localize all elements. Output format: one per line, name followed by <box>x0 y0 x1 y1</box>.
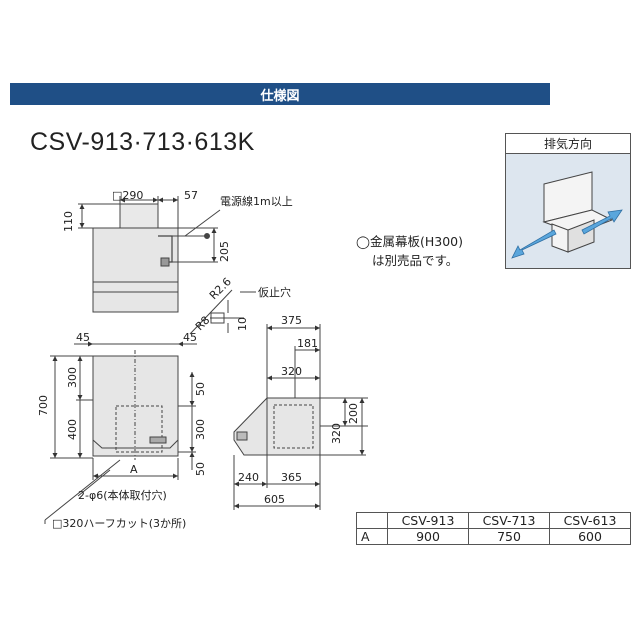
dim-290: □290 <box>112 189 143 202</box>
exhaust-arrow-right-icon <box>581 209 623 235</box>
dim-side-181: 181 <box>297 337 318 350</box>
note-line-2: は別売品です。 <box>372 253 459 268</box>
dim-front-300-left: 300 <box>66 367 79 388</box>
holes-label: 2-φ6(本体取付穴) <box>78 488 167 502</box>
dim-r26: R2.6 <box>207 275 234 302</box>
spec-cell: 600 <box>549 528 631 545</box>
dim-205: 205 <box>218 241 231 262</box>
top-duct <box>119 203 159 229</box>
dim-front-45-left: 45 <box>76 331 90 344</box>
dim-front-700: 700 <box>37 395 50 416</box>
front-control <box>149 436 167 444</box>
terminal-box <box>160 257 170 267</box>
dim-side-240: 240 <box>238 471 259 484</box>
dim-side-320-right: 320 <box>330 423 343 444</box>
spec-cell: A <box>356 528 388 545</box>
dim-front-50-top: 50 <box>194 382 207 396</box>
model-title: CSV-913·713·613K <box>30 128 255 156</box>
dim-side-320-top: 320 <box>281 365 302 378</box>
dim-front-50-bottom: 50 <box>194 462 207 476</box>
power-cord-label: 電源線1m以上 <box>220 194 293 208</box>
power-plug <box>204 233 210 239</box>
top-hood-body <box>92 227 179 313</box>
halfcut-label: □320ハーフカット(3か所) <box>52 517 186 530</box>
front-halfcut <box>115 405 163 453</box>
exhaust-diagram <box>506 154 630 268</box>
note-line-1: ◯金属幕板(H300) <box>356 234 464 249</box>
spec-row: A 900 750 600 <box>356 528 631 545</box>
dim-side-605: 605 <box>264 493 285 506</box>
panel-note: ◯金属幕板(H300) は別売品です。 <box>356 232 463 270</box>
front-view <box>44 341 197 524</box>
exhaust-title: 排気方向 <box>506 134 630 154</box>
spec-header-cell: CSV-713 <box>468 512 550 529</box>
dim-side-375: 375 <box>281 314 302 327</box>
kari-hole-label: 仮止穴 <box>258 285 291 299</box>
hole-detail <box>189 289 256 335</box>
front-lip <box>92 439 179 449</box>
side-duct <box>266 397 321 456</box>
dim-front-a: A <box>130 463 138 476</box>
dim-side-365: 365 <box>281 471 302 484</box>
dim-110: 110 <box>62 211 75 232</box>
spec-header-row: CSV-913 CSV-713 CSV-613 <box>356 512 631 529</box>
spec-banner: 仕様図 <box>10 83 550 105</box>
side-control <box>236 431 248 441</box>
spec-table: CSV-913 CSV-713 CSV-613 A 900 750 600 <box>356 512 631 545</box>
spec-header-cell: CSV-613 <box>549 512 631 529</box>
spec-cell: 900 <box>387 528 469 545</box>
top-view <box>78 196 221 313</box>
dim-57: 57 <box>184 189 198 202</box>
dim-front-300-right: 300 <box>194 419 207 440</box>
exhaust-direction-box: 排気方向 <box>505 133 631 269</box>
spec-cell: 750 <box>468 528 550 545</box>
dim-side-200: 200 <box>347 403 360 424</box>
banner-title: 仕様図 <box>260 88 300 104</box>
side-view <box>233 324 368 510</box>
exhaust-arrow-left-icon <box>511 229 557 259</box>
spec-header-cell <box>356 512 388 529</box>
dim-front-400: 400 <box>66 419 79 440</box>
dim-front-45-right: 45 <box>183 331 197 344</box>
dim-10: 10 <box>236 317 249 331</box>
side-halfcut <box>273 404 314 449</box>
spec-header-cell: CSV-913 <box>387 512 469 529</box>
